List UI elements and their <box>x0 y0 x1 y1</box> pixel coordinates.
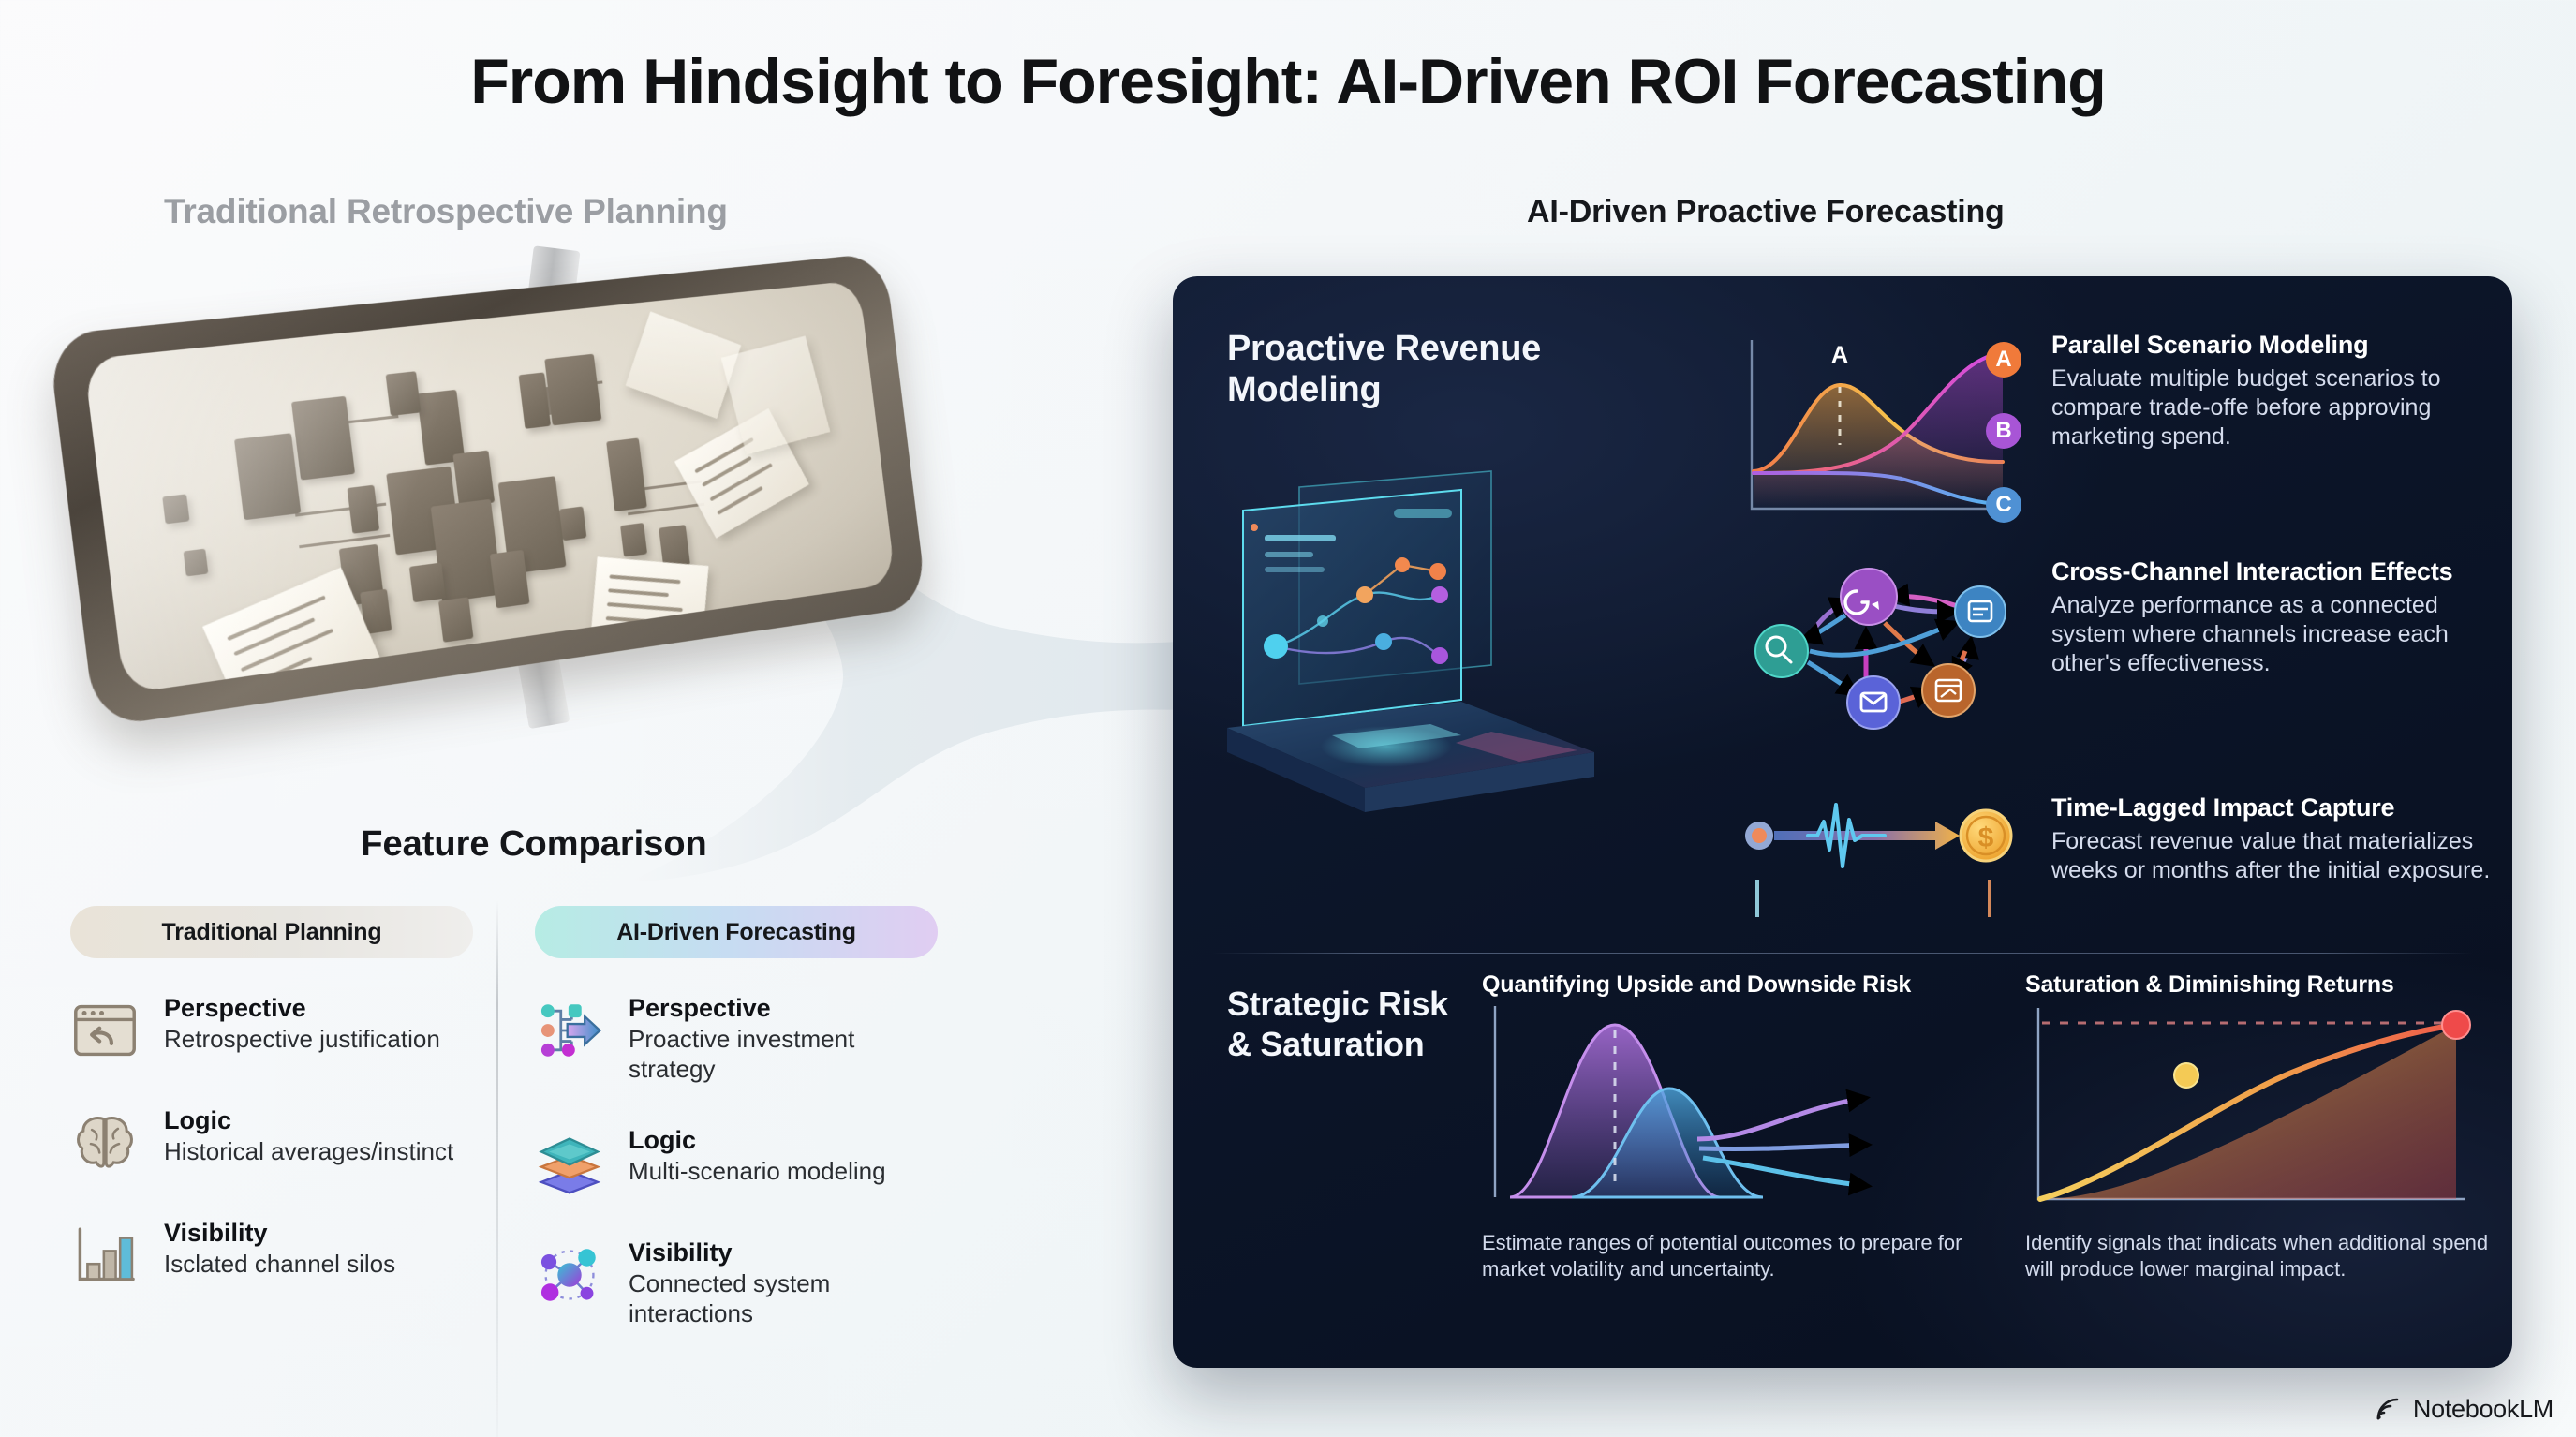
row-description: Connected system interactions <box>629 1268 831 1327</box>
feature-parallel-scenario-modeling: A A B C Parallel Scenario Modeling Evalu… <box>1735 331 2501 532</box>
row-label: Perspective <box>629 994 771 1022</box>
scenario-badge-b: B <box>1986 413 2021 449</box>
stacked-layers-icon <box>538 1136 601 1194</box>
scenario-curve-label: A <box>1831 342 1849 368</box>
comparison-row: Perspective Retrospective justification <box>70 992 473 1065</box>
row-description: Retrospective justification <box>164 1025 440 1054</box>
watermark: NotebookLM <box>2373 1394 2554 1424</box>
comparison-column-traditional: Traditional Planning Perspective Retrosp… <box>70 906 473 1368</box>
scenario-badge-c: C <box>1986 487 2021 523</box>
column-divider <box>496 900 498 1437</box>
row-label: Logic <box>164 1106 231 1134</box>
panel-section-divider <box>1212 953 2473 954</box>
bar-chart-icon <box>78 1227 135 1281</box>
watermark-label: NotebookLM <box>2412 1394 2554 1423</box>
left-section-subtitle: Traditional Retrospective Planning <box>164 192 728 230</box>
card-title: Quantifying Upside and Downside Risk <box>1482 971 1912 998</box>
row-label: Visibility <box>164 1219 268 1247</box>
feature-title: Parallel Scenario Modeling <box>2051 331 2369 359</box>
document-scrap <box>625 311 742 419</box>
feature-title: Cross-Channel Interaction Effects <box>2051 557 2453 585</box>
card-caption: Estimate ranges of potential outcomes to… <box>1482 1231 1962 1281</box>
feature-comparison-section: Feature Comparison Traditional Planning … <box>70 824 998 1437</box>
document-scrap <box>720 335 831 455</box>
panel-heading: Proactive Revenue Modeling <box>1227 329 1541 410</box>
card-quantifying-risk: Quantifying Upside and Downside Risk <box>1482 971 1969 1281</box>
row-label: Visibility <box>629 1237 733 1267</box>
browser-undo-icon <box>74 1004 136 1057</box>
holographic-laptop-network-graph <box>1227 470 1594 812</box>
feature-time-lagged-impact: $ Time-Lagged Impact Capture Forecast re… <box>1735 793 2501 929</box>
ai-forecasting-panel: Proactive Revenue Modeling <box>1173 276 2512 1368</box>
feature-comparison-heading: Feature Comparison <box>361 824 707 864</box>
svg-text:$: $ <box>1978 822 1994 853</box>
document-scrap <box>202 567 383 694</box>
time-lag-pulse-timeline: $ <box>1735 793 2025 929</box>
row-description: Isclated channel silos <box>164 1250 396 1279</box>
comparison-row: Visibility Connected system interactions <box>535 1237 938 1329</box>
feature-title: Time-Lagged Impact Capture <box>2051 793 2395 822</box>
row-label: Perspective <box>164 994 306 1022</box>
distribution-fan-chart <box>1493 1006 1873 1199</box>
diminishing-returns-curve <box>2036 1008 2471 1202</box>
comparison-row: Logic Multi-scenario modeling <box>535 1124 938 1197</box>
feature-description: Analyze performance as a connected syste… <box>2051 591 2449 676</box>
card-saturation-returns: Saturation & Diminishing Returns Identi <box>2025 971 2512 1281</box>
document-scrap <box>674 407 809 539</box>
row-description: Proactive investment strategy <box>629 1025 855 1083</box>
feature-cross-channel-interaction: Cross-Channel Interaction Effects Analyz… <box>1735 557 2501 745</box>
branching-arrow-icon <box>540 1004 602 1057</box>
feature-description: Evaluate multiple budget scenarios to co… <box>2051 364 2441 450</box>
page-title: From Hindsight to Foresight: AI-Driven R… <box>470 46 2107 117</box>
row-label: Logic <box>629 1125 696 1154</box>
right-section-subtitle: AI-Driven Proactive Forecasting <box>1527 194 2005 230</box>
mirror-glass <box>83 280 896 694</box>
card-title: Saturation & Diminishing Returns <box>2025 971 2394 998</box>
column-pill-ai: AI-Driven Forecasting <box>535 906 938 958</box>
cross-channel-node-graph <box>1735 557 2025 745</box>
row-description: Historical averages/instinct <box>164 1137 454 1166</box>
strategic-section-heading: Strategic Risk & Saturation <box>1227 985 1448 1064</box>
card-caption: Identify signals that indicats when addi… <box>2025 1231 2489 1281</box>
comparison-row: Visibility Isclated channel silos <box>70 1217 473 1290</box>
comparison-row: Perspective Proactive investment strateg… <box>535 992 938 1085</box>
mirror-frame <box>47 252 928 729</box>
comparison-column-ai: AI-Driven Forecasting <box>535 906 938 1368</box>
feature-description: Forecast revenue value that materializes… <box>2051 827 2491 883</box>
row-description: Multi-scenario modeling <box>629 1156 886 1185</box>
notebooklm-logo-icon <box>2376 1398 2399 1420</box>
scenario-curves-chart: A A B C <box>1735 331 2025 532</box>
scenario-badge-a: A <box>1986 342 2021 378</box>
document-scrap <box>590 556 709 650</box>
rear-view-mirror-illustration <box>47 245 960 730</box>
comparison-row: Logic Historical averages/instinct <box>70 1104 473 1178</box>
column-pill-traditional: Traditional Planning <box>70 906 473 958</box>
network-nodes-icon <box>540 1248 596 1301</box>
brain-icon <box>77 1117 133 1168</box>
